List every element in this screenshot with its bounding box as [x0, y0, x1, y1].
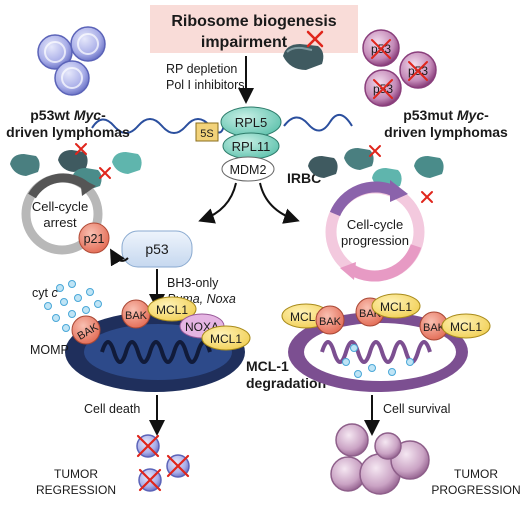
- growing-cells: [330, 423, 430, 495]
- tumor-reg-line1: TUMOR: [54, 467, 98, 481]
- cell-cycle-arrest-arrowhead: [80, 178, 96, 196]
- bak-label-left-2: BAK: [125, 310, 148, 322]
- p53mut-title-line2: driven lymphomas: [384, 124, 508, 140]
- cc-arrest-line2: arrest: [43, 215, 77, 230]
- rna-strand-right: [283, 114, 353, 132]
- cell-survival-label: Cell survival: [383, 402, 450, 416]
- bh3-only-label: BH3-only: [167, 276, 219, 290]
- pol-inhibitors-label: Pol I inhibitors: [166, 78, 245, 92]
- p53-label: p53: [145, 241, 169, 257]
- ribosome-icon-top: [283, 44, 324, 70]
- mdm2-shape: [221, 156, 275, 182]
- mcl1-label-right-1: MCL1: [290, 310, 322, 324]
- red-x-icon-top: [306, 30, 324, 48]
- cc-prog-line1: Cell-cycle: [347, 217, 403, 232]
- five-s-label: 5S: [200, 128, 213, 140]
- arrow-irbc-to-p53: [198, 182, 237, 224]
- red-x-icons-regression: [136, 434, 190, 492]
- mcl1-deg-line1: MCL-1: [246, 358, 289, 374]
- p53wt-cells: [37, 26, 106, 96]
- tumor-prog-line1: TUMOR: [454, 467, 498, 481]
- rpl5-label: RPL5: [235, 115, 268, 130]
- mcl1-right-2: [371, 293, 421, 319]
- momp-label: MOMP: [30, 343, 69, 357]
- mcl1-label-left-2: MCL1: [210, 332, 242, 346]
- bak-label-right-3: BAK: [423, 322, 446, 334]
- tumor-prog-line2: PROGRESSION: [431, 483, 520, 497]
- p53wt-title-line2: driven lymphomas: [6, 124, 130, 140]
- mitochondrion-left-inner: [84, 324, 232, 380]
- cc-prog-line2: progression: [341, 233, 409, 248]
- tumor-reg-line2: REGRESSION: [36, 483, 116, 497]
- red-x-icons-right: [369, 145, 433, 203]
- mcl1-deg-line2: degradation: [246, 375, 326, 391]
- progression-arrowhead-pink: [340, 262, 356, 280]
- progression-arc-pink: [349, 244, 422, 282]
- title-box: [150, 5, 358, 53]
- mcl1-label-right-2: MCL1: [380, 300, 412, 314]
- arrow-p53-to-p21: [110, 248, 129, 267]
- arrow-irbc-to-progression: [259, 182, 300, 224]
- title-line1: Ribosome biogenesis: [171, 13, 336, 30]
- bak-left-1: [71, 315, 101, 345]
- five-s-box: [195, 122, 219, 142]
- mcl1-left-1: [147, 296, 197, 322]
- mcl1-left-2: [201, 325, 251, 351]
- mcl1-label-left-1: MCL1: [156, 303, 188, 317]
- rp-depletion-label: RP depletion: [166, 62, 237, 76]
- red-x-icons-p53mut: [371, 39, 428, 99]
- mitochondrion-left-cristae: [100, 340, 212, 364]
- mcl1-label-right-3: MCL1: [450, 320, 482, 334]
- bak-right-1: [315, 305, 345, 335]
- p53wt-title-line1: p53wt Myc-: [30, 107, 106, 123]
- progression-arc-purple: [329, 181, 397, 217]
- cyt-c-label: cyt c: [32, 286, 58, 300]
- mcl1-right-3: [441, 313, 491, 339]
- red-x-icons-left: [75, 143, 111, 179]
- mdm2-label: MDM2: [230, 163, 267, 177]
- cyt-c-dots: [44, 280, 102, 332]
- p53mut-title-line1: p53mut Myc-: [403, 107, 489, 123]
- title-line2: impairment: [201, 34, 288, 51]
- cc-arrest-line1: Cell-cycle: [32, 199, 88, 214]
- cell-death-label: Cell death: [84, 402, 140, 416]
- irbc-label: IRBC: [287, 170, 321, 186]
- p21-shape: [78, 222, 110, 254]
- progression-arrowhead-purple: [390, 180, 408, 202]
- cyt-c-retained-dots: [342, 344, 414, 378]
- cell-cycle-arrest-dark-arc: [28, 173, 89, 199]
- bak-label-right-1: BAK: [319, 316, 342, 328]
- p21-label: p21: [84, 232, 105, 246]
- rpl11-label: RPL11: [232, 139, 271, 154]
